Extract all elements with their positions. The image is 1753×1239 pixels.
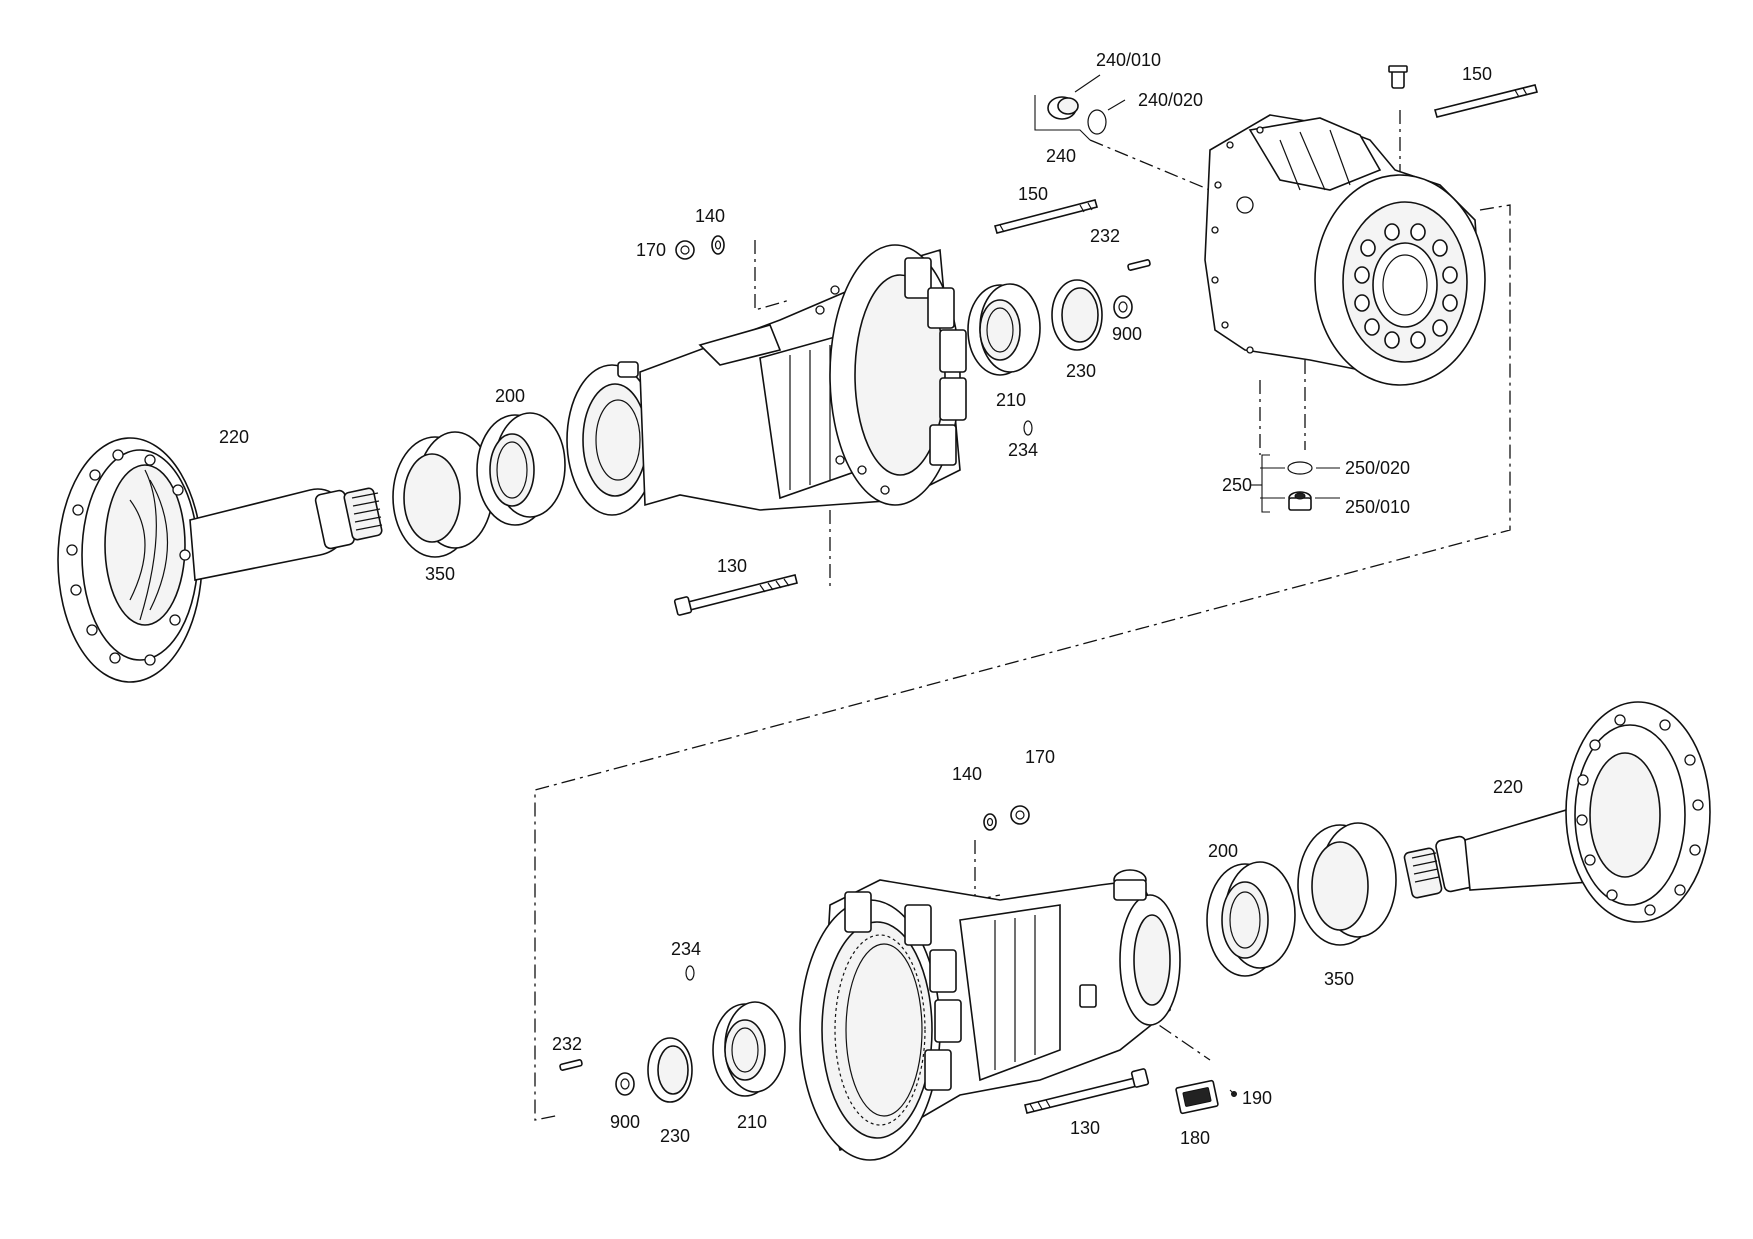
label-210-top: 210 xyxy=(996,390,1026,410)
bot-planetary-housing xyxy=(799,869,1181,1161)
label-232-bot: 232 xyxy=(552,1034,582,1054)
bot-nameplate-180 xyxy=(1175,1079,1219,1115)
label-250: 250 xyxy=(1222,475,1252,495)
label-900-top: 900 xyxy=(1112,324,1142,344)
spline-teeth xyxy=(343,487,383,541)
top-axle-housing xyxy=(1204,114,1486,386)
top-output-flange-220 xyxy=(57,437,383,683)
label-234-bot: 234 xyxy=(671,939,701,959)
flange-bolt-holes xyxy=(66,449,191,666)
top-washer-140 xyxy=(711,235,725,255)
label-170-top: 170 xyxy=(636,240,666,260)
bot-nut-230 xyxy=(647,1037,693,1103)
top-seal-250-020 xyxy=(1287,461,1313,475)
label-230-bot: 230 xyxy=(660,1126,690,1146)
top-stud-150-mid xyxy=(994,199,1098,234)
labels-top: 240/010 240/020 240 150 150 232 900 230 … xyxy=(219,50,1492,584)
top-seal-240-020 xyxy=(1087,109,1107,135)
label-140-top: 140 xyxy=(695,206,725,226)
top-bearing-200 xyxy=(476,412,566,526)
label-250-020: 250/020 xyxy=(1345,458,1410,478)
top-breather-plug xyxy=(1388,65,1408,89)
bot-oring-234 xyxy=(685,965,695,981)
label-240-020: 240/020 xyxy=(1138,90,1203,110)
label-140-bot: 140 xyxy=(952,764,982,784)
label-130-top: 130 xyxy=(717,556,747,576)
top-bearing-ring-350 xyxy=(392,431,494,558)
bot-bearing-ring-350 xyxy=(1297,822,1397,946)
top-bearing-210 xyxy=(967,283,1041,376)
spline-teeth xyxy=(1403,847,1443,899)
top-pin-232 xyxy=(1127,259,1151,271)
label-900-bot: 900 xyxy=(610,1112,640,1132)
top-nut-230 xyxy=(1051,279,1103,351)
label-170-bot: 170 xyxy=(1025,747,1055,767)
label-220-top: 220 xyxy=(219,427,249,447)
top-bolt-130 xyxy=(673,574,798,616)
label-210-bot: 210 xyxy=(737,1112,767,1132)
bot-bearing-210 xyxy=(712,1001,786,1097)
label-232-top: 232 xyxy=(1090,226,1120,246)
bot-nut-900 xyxy=(615,1072,635,1096)
bot-washer-140 xyxy=(983,813,997,831)
label-150-right: 150 xyxy=(1462,64,1492,84)
label-250-010: 250/010 xyxy=(1345,497,1410,517)
housing-flange-holes xyxy=(1211,126,1264,354)
housing-bolt-holes xyxy=(815,285,890,495)
top-nut-900 xyxy=(1113,295,1133,319)
housing-ribs xyxy=(904,257,967,466)
label-150-mid: 150 xyxy=(1018,184,1048,204)
top-oring-234 xyxy=(1023,420,1033,436)
top-planetary-housing xyxy=(566,244,967,516)
label-130-bot: 130 xyxy=(1070,1118,1100,1138)
label-220-bot: 220 xyxy=(1493,777,1523,797)
labels-bottom: 140 170 220 200 350 234 232 900 230 210 … xyxy=(552,747,1523,1148)
label-240: 240 xyxy=(1046,146,1076,166)
flange-bolt-holes xyxy=(1576,714,1704,916)
leader-lines xyxy=(1034,74,1340,1095)
label-190: 190 xyxy=(1242,1088,1272,1108)
top-stud-150-right xyxy=(1434,84,1538,118)
top-plug-240-010 xyxy=(1047,96,1079,120)
bot-nut-170 xyxy=(1010,805,1030,825)
top-plug-250-010 xyxy=(1288,491,1312,511)
housing-stud-holes xyxy=(1354,223,1458,349)
bot-bolt-130 xyxy=(1024,1068,1150,1114)
bot-pin-232 xyxy=(559,1059,583,1071)
label-200-bot: 200 xyxy=(1208,841,1238,861)
label-180: 180 xyxy=(1180,1128,1210,1148)
top-nut-170 xyxy=(675,240,695,260)
label-350-top: 350 xyxy=(425,564,455,584)
label-234-top: 234 xyxy=(1008,440,1038,460)
label-240-010: 240/010 xyxy=(1096,50,1161,70)
ring-gear-teeth xyxy=(834,934,926,1126)
label-230-top: 230 xyxy=(1066,361,1096,381)
label-200-top: 200 xyxy=(495,386,525,406)
bot-output-flange-220 xyxy=(1403,701,1711,923)
housing-ribs xyxy=(844,891,962,1091)
label-350-bot: 350 xyxy=(1324,969,1354,989)
bot-bearing-200 xyxy=(1206,861,1296,977)
